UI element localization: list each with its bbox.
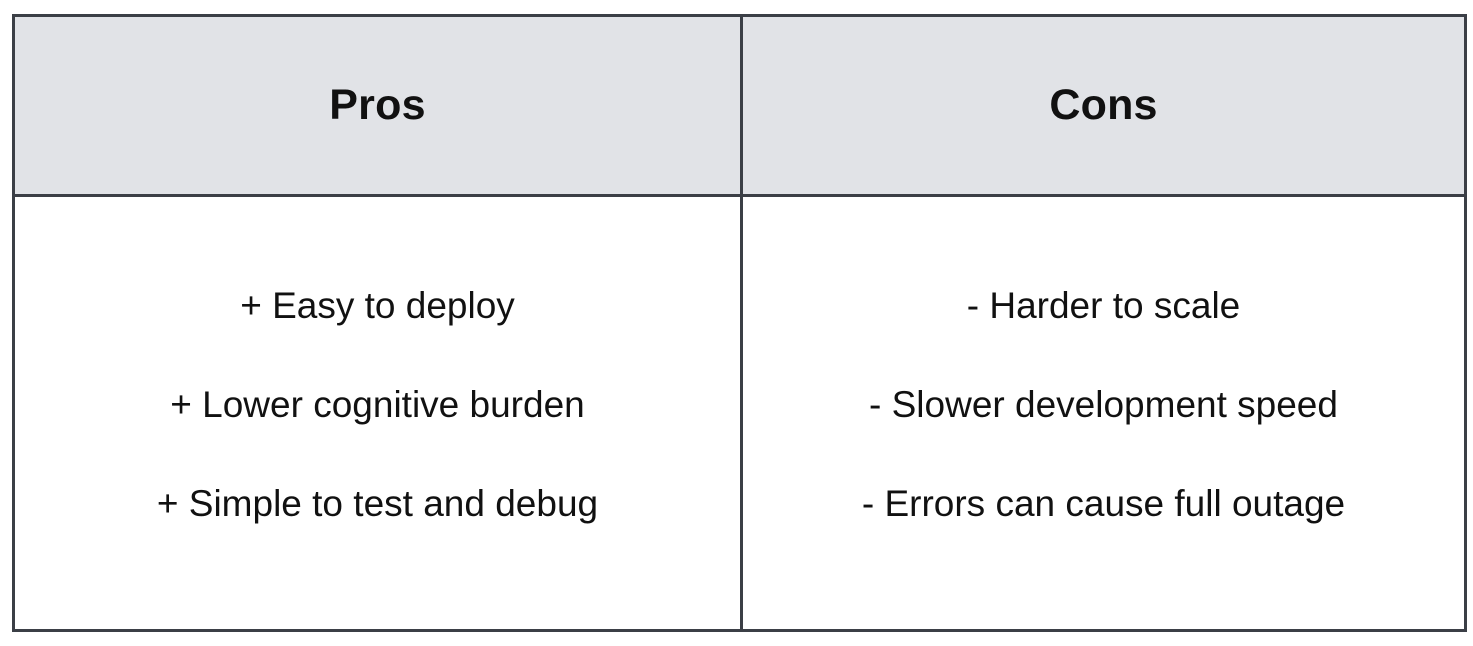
cons-item: - Slower development speed (869, 383, 1338, 425)
pros-item: + Simple to test and debug (156, 482, 599, 524)
cons-item: - Harder to scale (966, 284, 1241, 326)
header-divider-left (15, 194, 740, 197)
pros-item: + Lower cognitive burden (170, 383, 585, 425)
pros-header: Pros (15, 17, 740, 194)
cons-list: - Harder to scale - Slower development s… (743, 197, 1464, 629)
cons-item: - Errors can cause full outage (861, 482, 1346, 524)
pros-item: + Easy to deploy (240, 284, 515, 326)
cons-header: Cons (743, 17, 1464, 194)
header-divider-right (743, 194, 1464, 197)
column-divider (740, 17, 743, 629)
pros-cons-table: Pros Cons + Easy to deploy + Lower cogni… (12, 14, 1467, 632)
pros-list: + Easy to deploy + Lower cognitive burde… (15, 197, 740, 629)
